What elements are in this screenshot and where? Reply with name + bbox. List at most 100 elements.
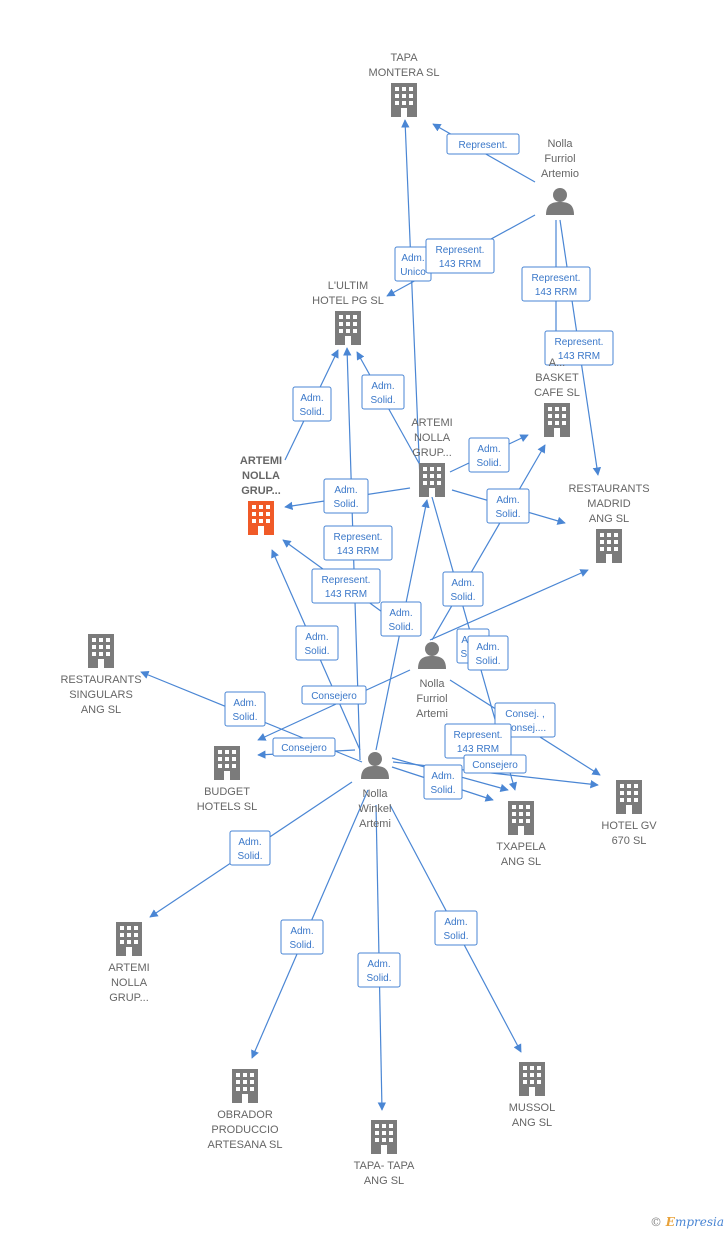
edge-label-box bbox=[521, 266, 591, 302]
edge-label-text: Represent. bbox=[334, 532, 383, 543]
node-label: CAFE SL bbox=[534, 387, 580, 399]
building-icon bbox=[248, 501, 274, 535]
edge-label-text: 143 RRM bbox=[325, 589, 367, 600]
node-artemi-nolla-2[interactable]: ARTEMINOLLAGRUP... bbox=[411, 417, 453, 497]
edge-label[interactable]: Adm.Solid. bbox=[434, 910, 478, 946]
edge-label[interactable]: Represent.143 RRM bbox=[544, 330, 614, 366]
node-label: GRUP... bbox=[412, 447, 452, 459]
edge-label[interactable]: Represent.143 RRM bbox=[444, 723, 512, 759]
node-label: L'ULTIM bbox=[328, 280, 368, 292]
building-icon bbox=[116, 922, 142, 956]
edge-label-text: Represent. bbox=[454, 730, 503, 741]
building-icon bbox=[544, 403, 570, 437]
edge-label-text: Solid. bbox=[430, 785, 455, 796]
node-lultim[interactable]: L'ULTIM HOTEL PG SL bbox=[312, 280, 384, 345]
building-icon bbox=[596, 529, 622, 563]
edge-label[interactable]: Adm.Solid. bbox=[361, 374, 405, 410]
person-icon bbox=[546, 188, 574, 215]
building-icon bbox=[508, 801, 534, 835]
edge-label-box bbox=[425, 238, 495, 274]
edge-label[interactable]: Represent. bbox=[446, 133, 520, 155]
edge-label[interactable]: Represent.143 RRM bbox=[521, 266, 591, 302]
node-label: HOTEL GV bbox=[601, 820, 657, 832]
edge-label-box bbox=[361, 374, 405, 410]
edge-label-text: Solid. bbox=[475, 656, 500, 667]
edge-label-box bbox=[357, 952, 401, 988]
edge-label-box bbox=[301, 685, 367, 705]
node-label: BUDGET bbox=[204, 786, 250, 798]
node-label: BASKET bbox=[535, 372, 579, 384]
building-icon bbox=[419, 463, 445, 497]
edge-label-text: Represent. bbox=[322, 575, 371, 586]
edge-label[interactable]: Represent. 143 RRM bbox=[425, 238, 495, 274]
person-icon bbox=[361, 752, 389, 779]
node-label: RESTAURANTS bbox=[60, 674, 141, 686]
node-label: GRUP... bbox=[109, 992, 149, 1004]
edge-label[interactable]: Adm.Solid. bbox=[224, 691, 266, 727]
edge-label[interactable]: Consejero bbox=[463, 754, 527, 774]
edge-label[interactable]: Represent.143 RRM bbox=[323, 525, 393, 561]
edge-label[interactable]: Adm.Solid. bbox=[380, 601, 422, 637]
node-label: Winkel bbox=[358, 803, 391, 815]
brand-initial: E bbox=[665, 1215, 675, 1229]
edge-label[interactable]: Adm.Solid. bbox=[295, 625, 339, 661]
edge-label[interactable]: Consejero bbox=[301, 685, 367, 705]
building-icon bbox=[232, 1069, 258, 1103]
node-label: HOTELS SL bbox=[197, 801, 258, 813]
edge-label[interactable]: Adm.Solid. bbox=[423, 764, 463, 800]
edge-label[interactable]: Adm.Solid. bbox=[229, 830, 271, 866]
edge-label-box bbox=[311, 568, 381, 604]
edge-label[interactable]: Adm. Solid. bbox=[467, 635, 509, 671]
edge-label[interactable]: Adm.Solid. bbox=[486, 488, 530, 524]
building-icon bbox=[519, 1062, 545, 1096]
edge-label-text: 143 RRM bbox=[439, 259, 481, 270]
node-label: ANG SL bbox=[81, 704, 121, 716]
edge-label-text: Adm. bbox=[233, 698, 256, 709]
edge-label-text: Adm. bbox=[367, 959, 390, 970]
edge-label-box bbox=[486, 488, 530, 524]
edge-label[interactable]: Adm.Solid. bbox=[323, 478, 369, 514]
edge-label[interactable]: Adm.Solid. bbox=[357, 952, 401, 988]
node-artemi-nolla-3[interactable]: ARTEMINOLLAGRUP... bbox=[108, 922, 150, 1004]
edge-label-box bbox=[224, 691, 266, 727]
node-label: Artemio bbox=[541, 168, 579, 180]
edge-label-text: Unico bbox=[400, 267, 426, 278]
edge-label-box bbox=[272, 737, 336, 757]
node-label: Furriol bbox=[544, 153, 575, 165]
node-artemi-nolla-main[interactable]: ARTEMINOLLAGRUP... bbox=[240, 455, 282, 535]
edge-label-text: Solid. bbox=[333, 499, 358, 510]
edge-label[interactable]: Adm.Solid. bbox=[468, 437, 510, 473]
edge-label-box bbox=[323, 478, 369, 514]
edge-label[interactable]: Adm.Solid. bbox=[280, 919, 324, 955]
node-budget-hotels[interactable]: BUDGET HOTELS SL bbox=[197, 746, 258, 813]
edge-label-text: 143 RRM bbox=[535, 287, 577, 298]
edge-label-text: Adm. bbox=[444, 917, 467, 928]
node-label: HOTEL PG SL bbox=[312, 295, 384, 307]
edge-label-text: Adm. bbox=[476, 642, 499, 653]
edge-label-text: Adm. bbox=[238, 837, 261, 848]
edge-label-box bbox=[467, 635, 509, 671]
edge-label[interactable]: Consejero bbox=[272, 737, 336, 757]
edge-line bbox=[429, 569, 589, 641]
empresia-logo[interactable]: © Empresia bbox=[650, 1215, 724, 1229]
edge-label-text: 143 RRM bbox=[558, 351, 600, 362]
edge-label-text: Represent. bbox=[436, 245, 485, 256]
edge-label[interactable]: Adm.Solid. bbox=[442, 571, 484, 607]
edge-label[interactable]: Represent. 143 RRM bbox=[311, 568, 381, 604]
edge-label[interactable]: Adm.Solid. bbox=[292, 386, 332, 422]
edge-label-text: Adm. bbox=[496, 495, 519, 506]
edge-label-text: Consejero bbox=[311, 691, 357, 702]
